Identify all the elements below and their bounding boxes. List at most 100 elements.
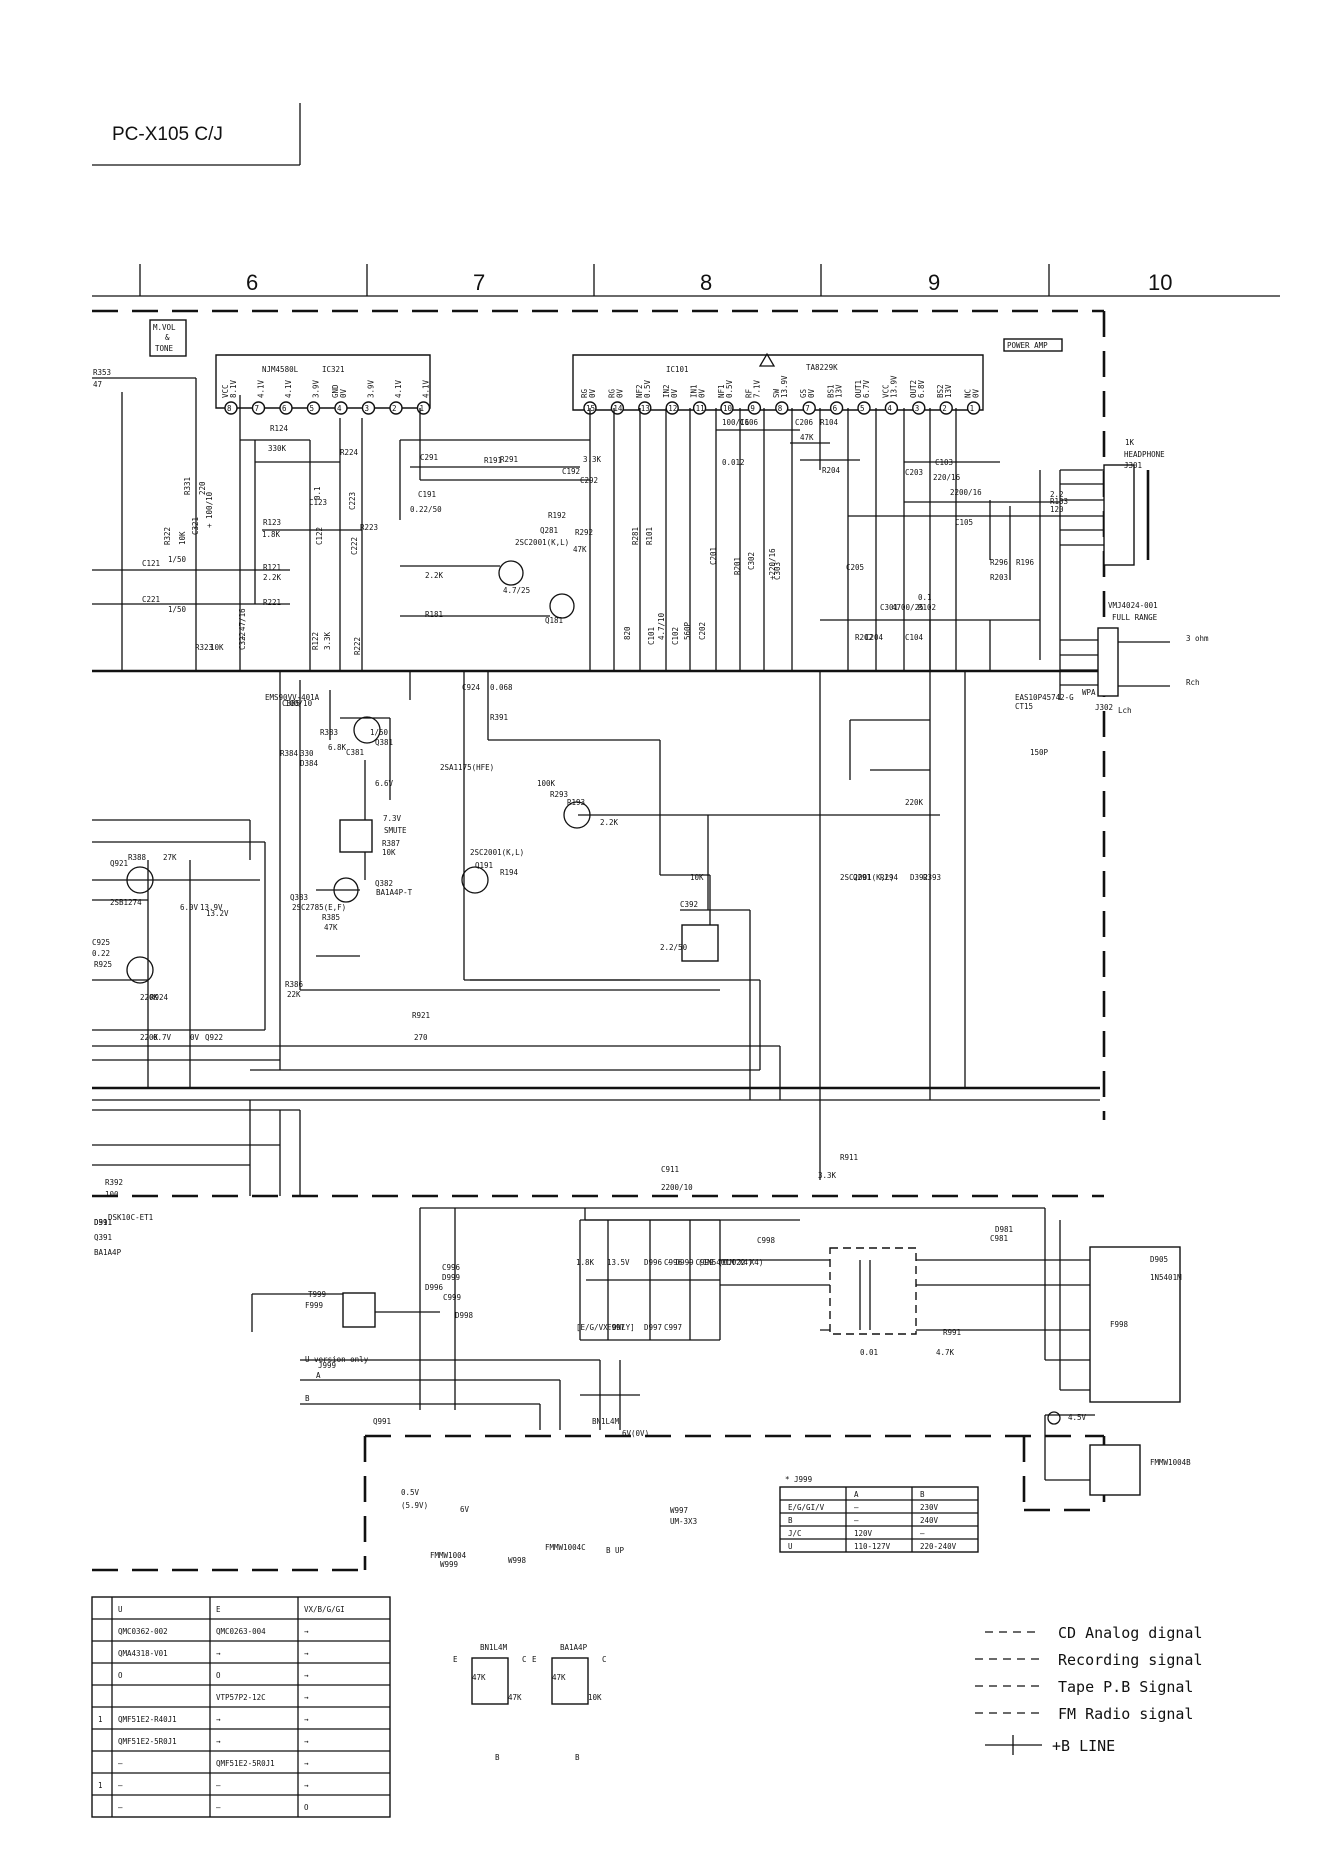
q181-symbol [498,560,524,586]
component-label: 2SC2001(K,L) [840,873,894,882]
ic101-part: TA8229K [806,363,838,372]
legend-b-line: +B LINE [985,1735,1115,1755]
parts-table-cell: QMF51E2-5R0J1 [216,1759,275,1768]
ic101-pin-name: BS2 [936,384,945,398]
component-label: 2.2/50 [660,943,688,952]
component-label: 120 [1050,505,1064,514]
component-label: R121 [263,563,281,572]
detail-ba1a4p-b: B [575,1753,580,1762]
component-label: C996 - C999 (0.022 X4) [664,1258,763,1267]
ic101-pin [829,401,844,415]
component-label: 2.2 [1050,490,1064,499]
voltage-table-cell: 120V [854,1529,873,1538]
ic101-pin-name: VCC [881,384,890,398]
tone-label-2: & [165,333,170,342]
component-label: 0.22 [92,949,110,958]
component-label: C191 [418,490,436,499]
parts-table-cell: → [304,1627,309,1636]
transistor-detail: BN1L4M E C B 47K 47K BA1A4P E C B 47K 10… [453,1643,607,1762]
component-label: R322 [163,527,172,545]
component-label: BA1A4P-T [376,888,413,897]
power-amp-text: POWER AMP [1007,341,1048,350]
parts-table-cell: → [216,1715,221,1724]
ic101-pin-name: NF1 [717,384,726,398]
detail-ba1a4p-r1: 47K [552,1673,566,1682]
component-label: J999 [318,1361,336,1370]
component-label: D996 - D999 (1N5401M X4) [644,1258,752,1267]
component-label: R202 [855,633,873,642]
component-label: D996 [425,1283,444,1292]
ic101-pin-num: 14 [613,404,623,413]
ic321-pin [279,401,293,415]
component-label: C201 [709,547,718,565]
component-label: C292 [580,476,598,485]
component-label: 820 [623,626,632,640]
component-label: 3.3K [583,455,602,464]
component-label: HEADPHONE [1124,450,1165,459]
parts-table-cell: E [216,1605,221,1614]
ic101-pin-name: NF2 [635,384,644,398]
component-label: 6.8K [328,743,347,752]
ic321-pin-volt: 0V [339,388,348,398]
component-label: R387 [382,839,400,848]
component-label: R181 [425,610,443,619]
component-label: R293 [550,790,568,799]
ic101-pin-num: 7 [805,404,810,413]
ic101-pin-volt: 0V [588,388,597,398]
component-label: A [316,1371,321,1380]
component-label: R925 [94,960,112,969]
parts-table-cell: O [304,1803,309,1812]
parts-table-cell: — [118,1759,123,1768]
ic321-pin-num: 3 [365,404,370,413]
component-label: 220 [198,481,207,495]
component-label: R921 [412,1011,430,1020]
column-number-8: 8 [700,270,712,295]
component-label: 0.22/50 [410,505,442,514]
component-label: 47K [800,433,814,442]
tone-block-label: M.VOL & TONE [149,319,187,357]
component-label: Q281 [540,526,558,535]
ic101-pin-num: 2 [942,404,947,413]
detail-ba1a4p-r2: 10K [588,1693,602,1702]
component-label: D911 [94,1218,112,1227]
component-label: 2.2K [600,818,619,827]
q291-symbol [461,866,489,894]
component-label: Q181 [545,616,563,625]
component-label: 47K [324,923,338,932]
component-label: C911 [661,1165,679,1174]
voltage-table-cell: 220-240V [920,1542,957,1551]
component-label: C924 [462,683,481,692]
component-label: 2SC2001(K,L) [470,848,524,857]
parts-table-cell: → [216,1737,221,1746]
q921-symbol [126,866,154,894]
component-label: R388 [128,853,147,862]
legend-b-line-label: +B LINE [1052,1737,1115,1755]
component-label: R281 [631,527,640,545]
component-label: C105 [955,518,973,527]
component-label: C998 [757,1236,776,1245]
component-label: R201 [733,557,742,575]
component-label: Q191 [475,861,493,870]
component-label: 330K [268,444,287,453]
voltage-table-frame [779,1486,979,1553]
component-label: C203 [905,468,923,477]
component-label: 47 [93,380,102,389]
component-label: C301 [880,603,898,612]
component-label: R383 [320,728,338,737]
parts-table-cell: → [304,1759,309,1768]
component-label: [E/G/VX.ONLY] [576,1323,635,1332]
component-label: 3.3K [818,1171,837,1180]
parts-table-cell: O [118,1671,123,1680]
component-label: R331 [183,477,192,495]
component-label: 13.2V [206,909,229,918]
ic101-pin-volt: 13V [944,384,953,398]
column-number-6: 6 [246,270,258,295]
q991-symbol [342,1292,376,1328]
wiring [92,377,1181,1496]
component-label: 1N5401M [1150,1273,1182,1282]
q922-symbol [126,956,154,984]
ic101-pin-volt: 0V [972,388,981,398]
ic101-pin-volt: 13V [835,384,844,398]
component-label: C104 [905,633,924,642]
